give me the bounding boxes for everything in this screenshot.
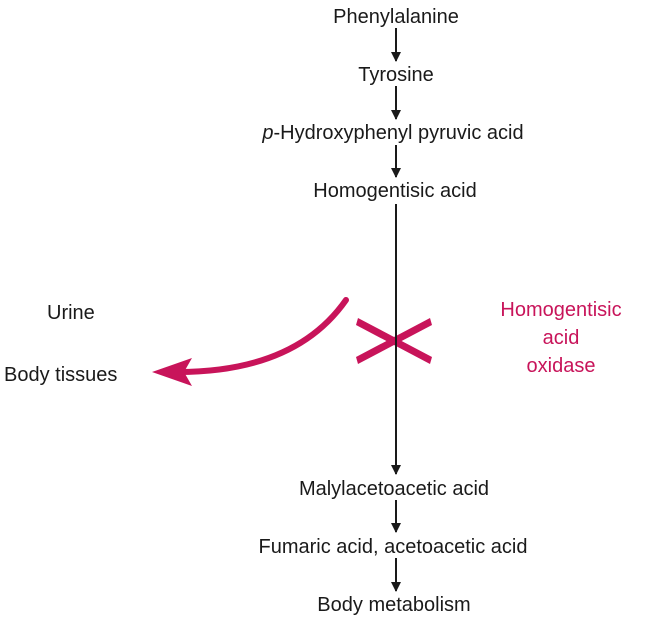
step-tyrosine: Tyrosine (358, 64, 434, 86)
diversion-body-tissues: Body tissues (4, 364, 118, 386)
step-fumaric-acetoacetic-acid: Fumaric acid, acetoacetic acid (258, 536, 528, 558)
step-homogentisic-acid: Homogentisic acid (313, 180, 477, 202)
para-prefix: p (262, 122, 274, 144)
diversion-urine: Urine (47, 302, 95, 324)
enzyme-label: Homogentisic acid oxidase (500, 296, 621, 380)
step-malylacetoacetic-acid: Malylacetoacetic acid (298, 478, 490, 500)
step-body-metabolism: Body metabolism (317, 594, 471, 616)
blocked-step-x-icon (356, 318, 432, 364)
step-hydroxyphenyl-pyruvic-acid: p-Hydroxyphenyl pyruvic acid (262, 122, 523, 144)
enzyme-label-line-2: acid (542, 327, 580, 349)
enzyme-label-line-3: oxidase (526, 355, 596, 377)
step-phenylalanine: Phenylalanine (333, 6, 459, 28)
step-hydroxyphenyl-pyruvic-acid-label: -Hydroxyphenyl pyruvic acid (273, 122, 524, 144)
diversion-arrow (152, 297, 349, 386)
enzyme-label-line-1: Homogentisic (500, 299, 622, 321)
